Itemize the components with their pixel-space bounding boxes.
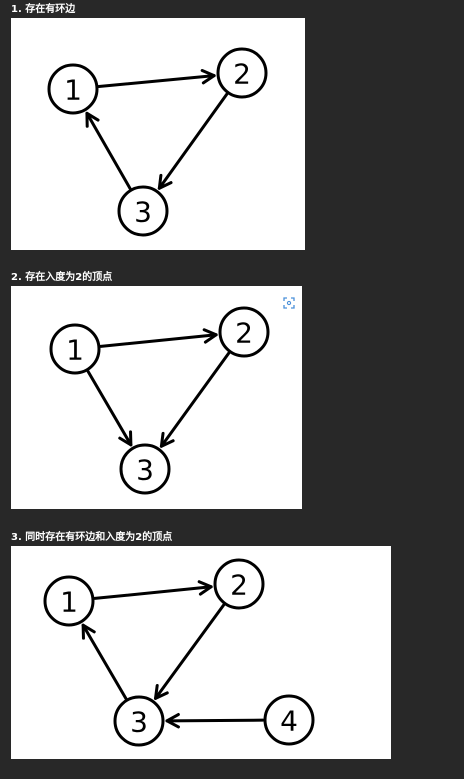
section-2-heading: 2. 存在入度为2的顶点	[11, 272, 113, 283]
node-2: 2	[218, 306, 270, 358]
node-3: 3	[113, 695, 165, 747]
node-3: 3	[119, 443, 171, 495]
graph-diagram-2: 1 2 3	[49, 306, 270, 495]
graph-diagram-3: 1 2 3 4	[43, 558, 315, 747]
node-4: 4	[263, 694, 315, 746]
scan-icon[interactable]	[282, 295, 296, 309]
edge-1-to-3	[86, 369, 133, 447]
node-2: 2	[213, 558, 265, 610]
node-2: 2	[216, 47, 268, 99]
node-1: 1	[47, 63, 99, 115]
node-3: 3	[117, 185, 169, 237]
edge-4-to-3	[165, 713, 265, 729]
node-label-3: 3	[130, 706, 148, 739]
edge-2-to-3	[159, 351, 231, 448]
edge-1-to-2	[99, 328, 218, 348]
graph-panel-1: 1 2 3	[11, 18, 305, 250]
section-1-heading: 1. 存在有环边	[11, 4, 76, 15]
edge-2-to-3	[157, 92, 229, 190]
edge-2-to-3	[154, 603, 226, 700]
node-1: 1	[49, 323, 101, 375]
edge-1-to-2	[93, 580, 213, 600]
node-label-2: 2	[233, 58, 251, 91]
section-3-heading: 3. 同时存在有环边和入度为2的顶点	[11, 532, 173, 543]
node-label-4: 4	[280, 705, 298, 738]
node-label-2: 2	[235, 317, 253, 350]
node-label-3: 3	[134, 196, 152, 229]
node-label-1: 1	[60, 586, 78, 619]
node-label-3: 3	[136, 454, 154, 487]
graph-diagram-1: 1 2 3	[47, 47, 268, 237]
graph-panel-3: 1 2 3 4	[11, 546, 391, 759]
node-label-1: 1	[64, 74, 82, 107]
node-label-1: 1	[66, 334, 84, 367]
graph-panel-2: 1 2 3	[11, 286, 302, 509]
node-1: 1	[43, 575, 95, 627]
edge-3-to-1	[85, 111, 132, 190]
node-label-2: 2	[230, 569, 248, 602]
edge-3-to-1	[81, 623, 128, 701]
edge-1-to-2	[97, 69, 216, 89]
